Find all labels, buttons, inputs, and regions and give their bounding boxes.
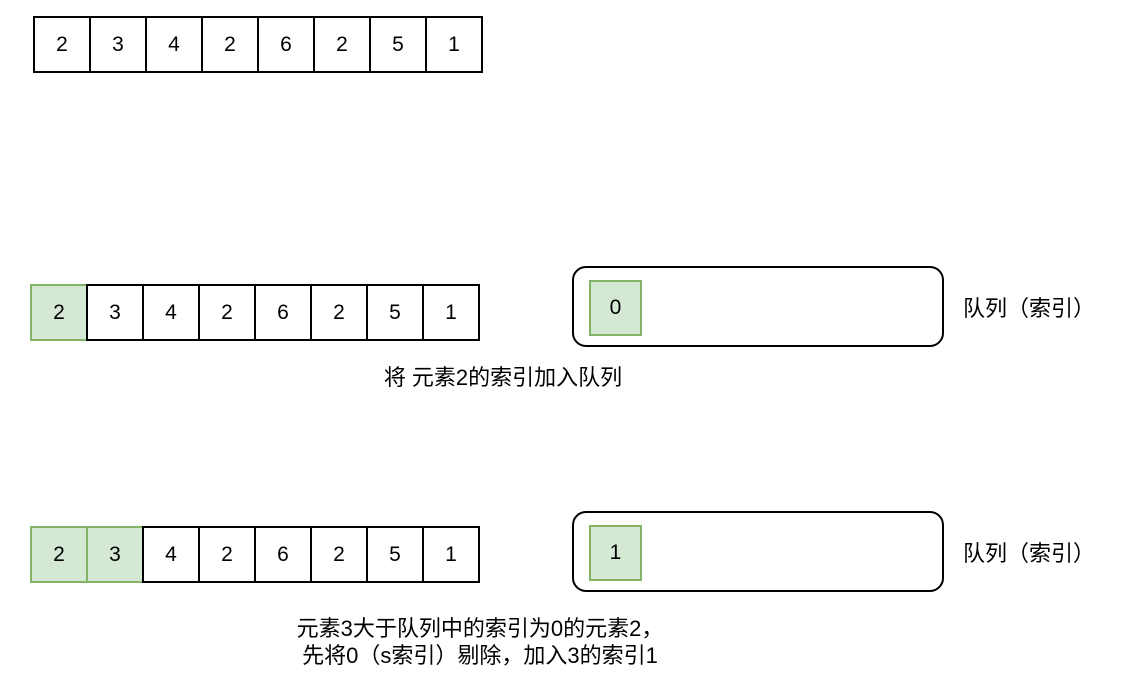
queue-box-step2: 1 [572, 511, 944, 592]
caption-step2: 元素3大于队列中的索引为0的元素2， 先将0（s索引）剔除，加入3的索引1 [230, 615, 730, 669]
queue-item: 1 [589, 525, 642, 581]
array-cell: 4 [142, 526, 200, 583]
array-cell: 3 [86, 284, 144, 341]
array-cell: 5 [366, 526, 424, 583]
array-cell: 5 [369, 16, 427, 73]
queue-label-step1: 队列（索引） [963, 296, 1096, 321]
caption-step1: 将 元素2的索引加入队列 [383, 365, 623, 390]
array-cell: 1 [422, 526, 480, 583]
array-cell: 2 [310, 284, 368, 341]
array-cell: 5 [366, 284, 424, 341]
array-cell: 3 [89, 16, 147, 73]
array-cell: 6 [257, 16, 315, 73]
caption-line: 先将0（s索引）剔除，加入3的索引1 [302, 643, 658, 668]
queue-label-step2: 队列（索引） [963, 541, 1096, 566]
array-cell: 2 [198, 526, 256, 583]
array-cell: 4 [142, 284, 200, 341]
array-cell: 2 [201, 16, 259, 73]
caption-line: 元素3大于队列中的索引为0的元素2， [296, 616, 664, 641]
array-cell: 2 [30, 284, 88, 341]
array-cell: 2 [310, 526, 368, 583]
queue-box-step1: 0 [572, 266, 944, 347]
array-cell: 2 [33, 16, 91, 73]
queue-item: 0 [589, 280, 642, 336]
array-cell: 6 [254, 526, 312, 583]
array-cell: 6 [254, 284, 312, 341]
array-cell: 4 [145, 16, 203, 73]
array-cell: 1 [425, 16, 483, 73]
array-cell: 3 [86, 526, 144, 583]
array-cell: 2 [30, 526, 88, 583]
array-cell: 2 [313, 16, 371, 73]
array-cell: 1 [422, 284, 480, 341]
array-cell: 2 [198, 284, 256, 341]
